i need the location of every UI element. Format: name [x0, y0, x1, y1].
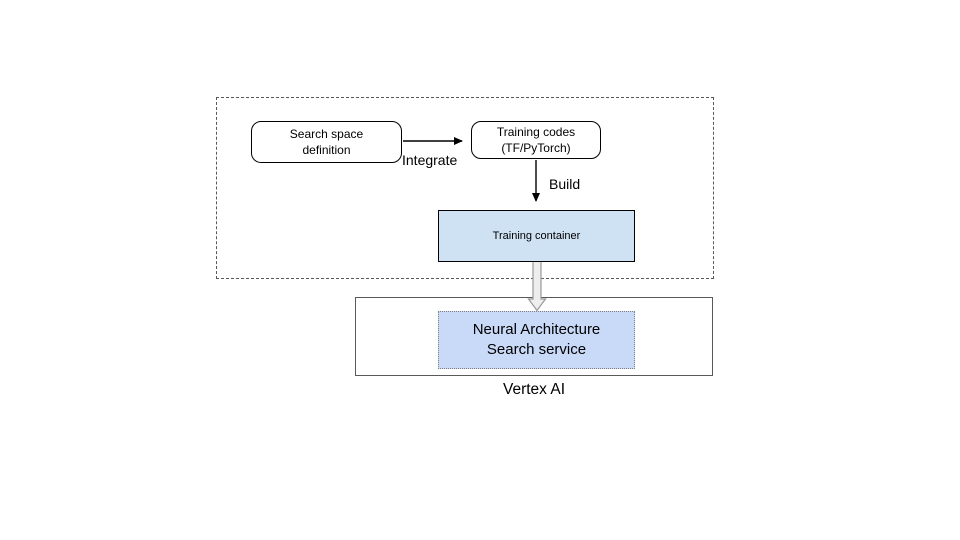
nas-service-node: Neural Architecture Search service [438, 311, 635, 369]
training-container-label: Training container [492, 230, 581, 242]
training-codes-label: Training codes (TF/PyTorch) [496, 124, 576, 155]
workflow-group-dashed-border [216, 97, 714, 279]
training-container-node: Training container [438, 210, 635, 262]
nas-service-label: Neural Architecture Search service [472, 320, 601, 358]
search-space-definition-node: Search space definition [251, 121, 402, 163]
search-space-definition-label: Search space definition [289, 126, 364, 157]
build-edge-label: Build [549, 176, 581, 192]
vertex-ai-caption: Vertex AI [502, 381, 566, 398]
integrate-edge-label: Integrate [402, 152, 458, 168]
training-codes-node: Training codes (TF/PyTorch) [471, 121, 601, 159]
